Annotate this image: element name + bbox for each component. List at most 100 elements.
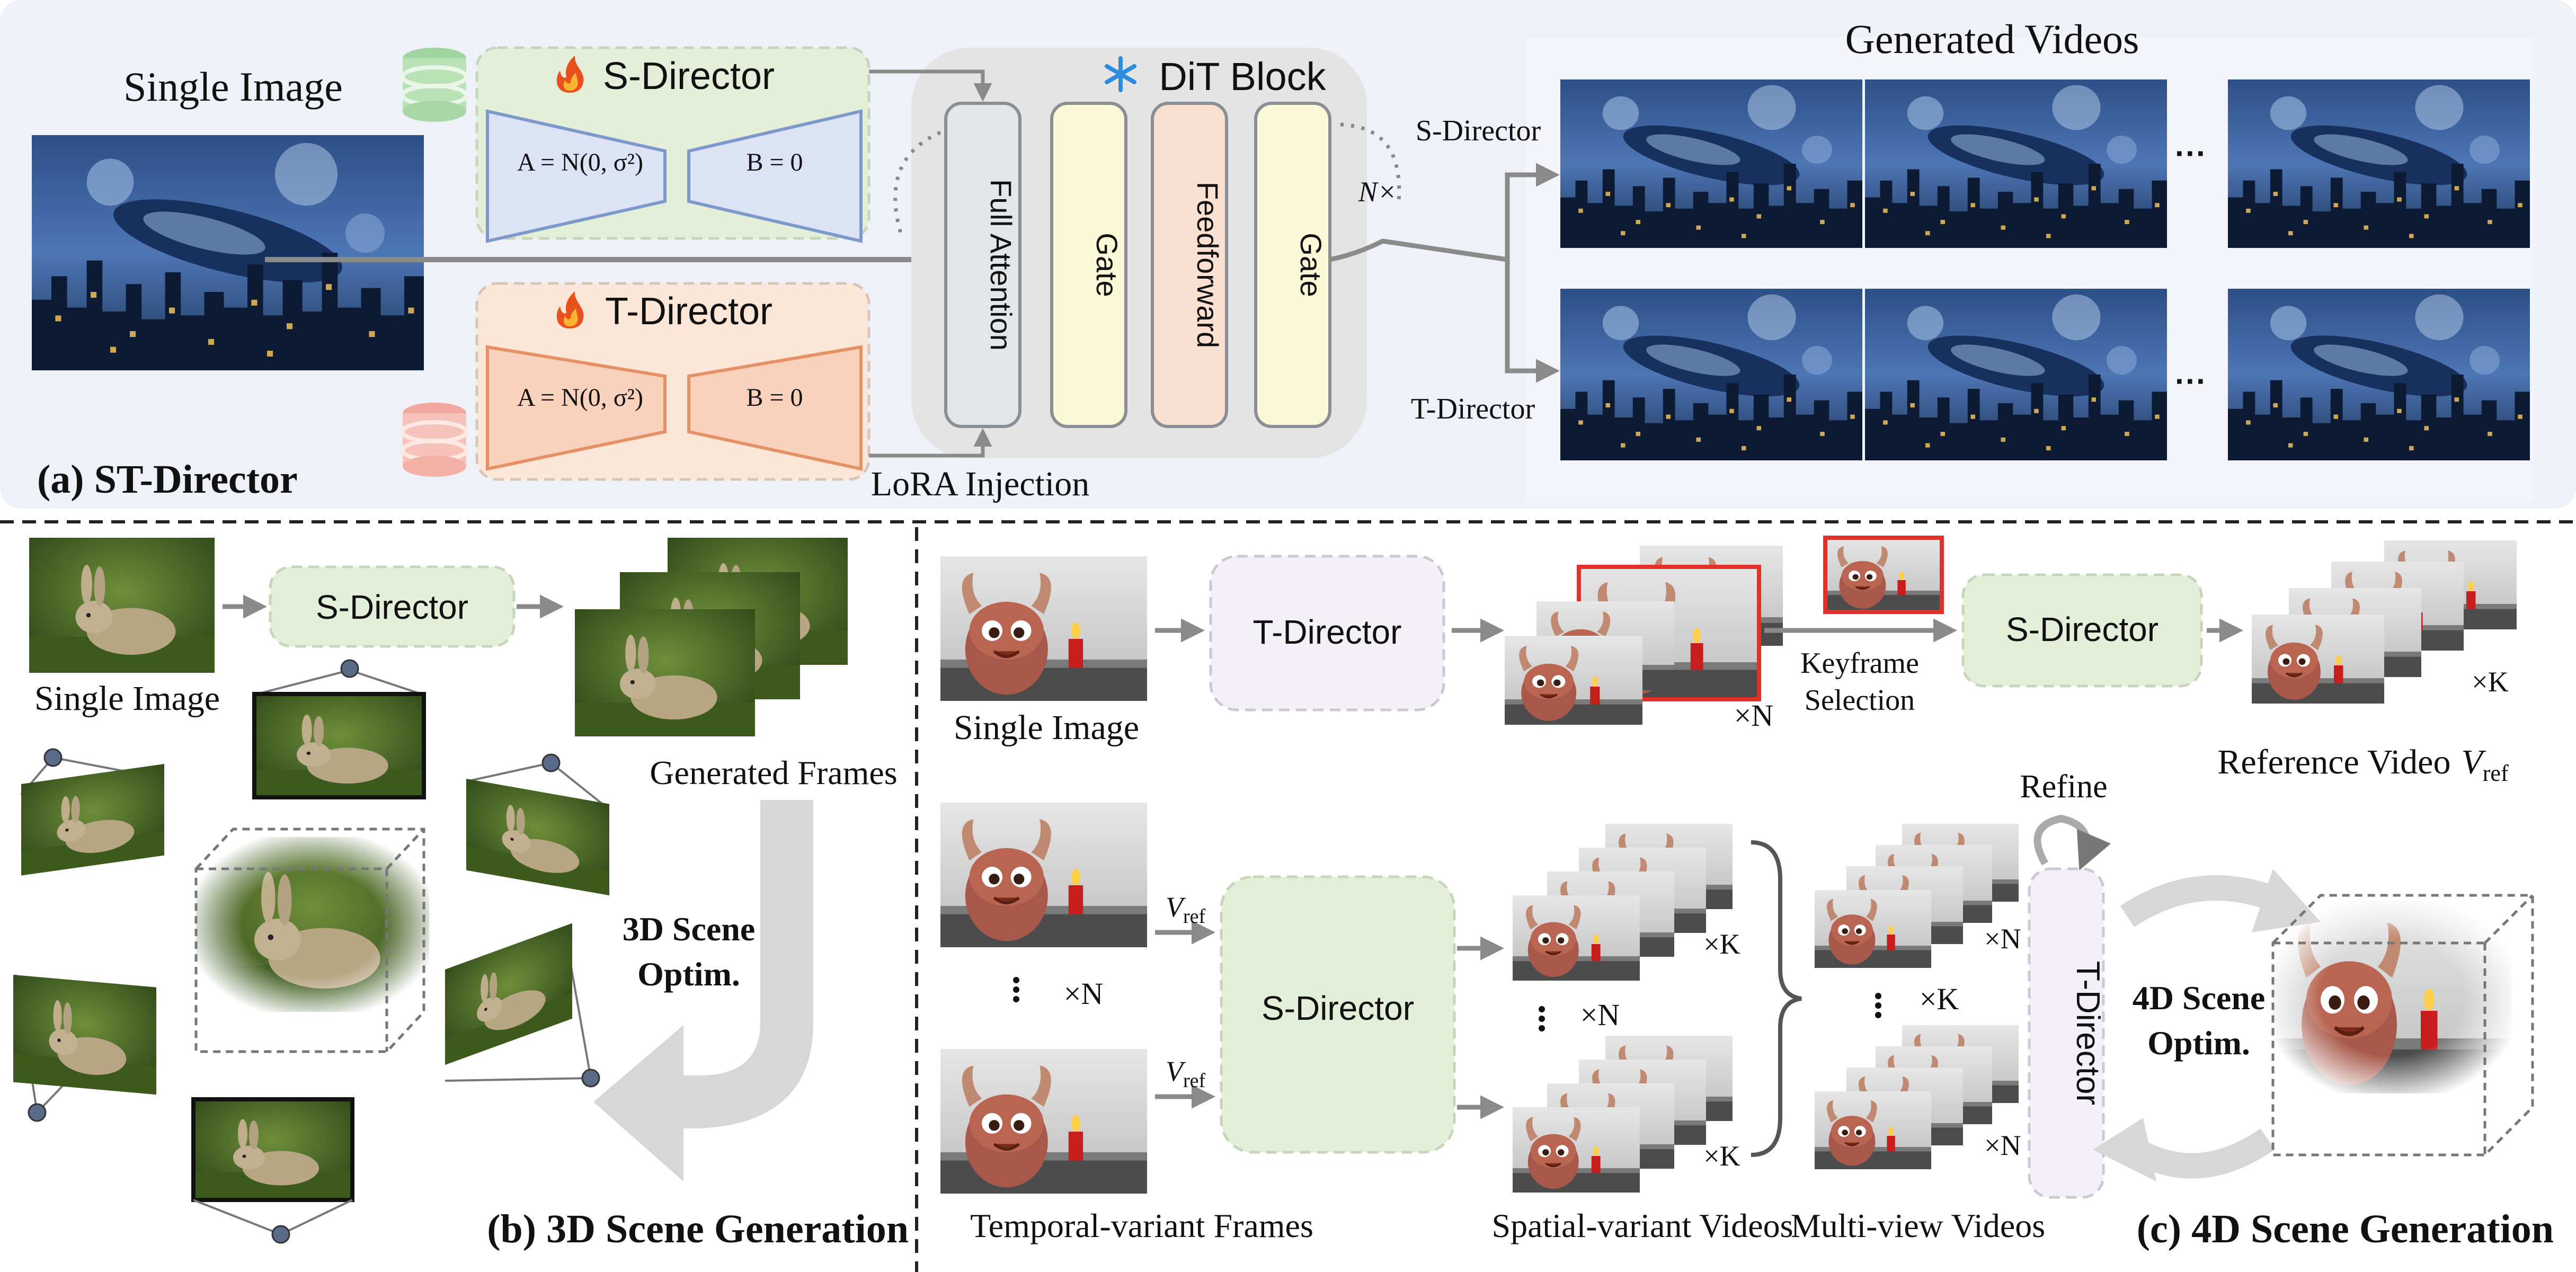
s-branch-label: S-Director: [1416, 114, 1541, 147]
t-output-times-n: ×N: [1734, 698, 1774, 733]
spatial-video-stack-top: [1512, 823, 1734, 982]
dit-output-arrow: [1329, 238, 1508, 262]
feedforward-label: Feedforward: [1191, 182, 1224, 348]
t-director-output-stack: [1504, 545, 1784, 726]
temporal-frame-top: [940, 803, 1147, 947]
panel-c-s-director-top-box: [1961, 573, 2203, 688]
panel-b-optim-label-1: 3D Scene: [623, 910, 756, 948]
t-branch-label: T-Director: [1411, 393, 1535, 425]
scene-cube-3d: [194, 828, 429, 1053]
s-matrix-b-trapezoid: [687, 109, 863, 243]
scene-cube-4d: [2273, 894, 2534, 1157]
t-matrix-a-trapezoid: [486, 345, 667, 471]
s-generated-frame-3: [2228, 79, 2530, 248]
camera-frustum-right-bottom: [445, 923, 600, 1088]
keyframe-thumbnail-border: [1823, 536, 1944, 614]
panel-a-title: (a) ST-Director: [37, 457, 298, 502]
spatial-times-k-bottom: ×K: [1703, 1140, 1740, 1172]
t-frames-ellipsis: ···: [2175, 363, 2207, 399]
keyframe-label-2: Selection: [1805, 684, 1915, 717]
panel-a-input-image: [32, 135, 424, 370]
feedforward-box: [1151, 102, 1228, 428]
panel-b-input-image: [29, 538, 215, 673]
full-attention-label: Full Attention: [984, 179, 1018, 351]
gate-box-2: [1254, 102, 1331, 428]
s-lora-injection-arrow: [869, 69, 992, 102]
multiview-videos-label: Multi-view Videos: [1791, 1207, 2045, 1244]
s-director-lora-label: S-Director: [603, 55, 775, 97]
t-matrix-b-trapezoid: [687, 345, 863, 471]
curly-brace: [1751, 840, 1802, 1157]
panel-c-t-director-box: [1209, 555, 1445, 711]
t-generated-frame-3: [2228, 289, 2530, 460]
fire-icon: [556, 56, 584, 93]
dit-block-box: [911, 48, 1367, 458]
panel-c-optim-label-2: Optim.: [2147, 1024, 2250, 1062]
temporal-frame-bottom: [940, 1049, 1147, 1194]
panel-c-t-director-vertical-box: [2028, 867, 2105, 1199]
panel-c-t-director-vertical-label: T-Director: [2069, 961, 2106, 1105]
multiview-times-n-bottom: ×N: [1984, 1129, 2021, 1161]
panel-b-optim-arrow: [593, 800, 813, 1181]
s-matrix-a-trapezoid: [486, 109, 667, 243]
reference-video-text: Reference Video: [2217, 743, 2450, 781]
t-generated-frame-2: [1865, 289, 2167, 460]
temporal-times-n: ×N: [1064, 976, 1104, 1011]
panel-b-s-director-label: S-Director: [316, 588, 468, 626]
fire-icon: [556, 291, 584, 328]
t-matrix-b-label: B = 0: [746, 384, 803, 412]
n-times-label: N×: [1358, 176, 1397, 208]
camera-frustum-top: [252, 659, 426, 799]
panel-c-input-label: Single Image: [954, 708, 1139, 747]
s-frames-ellipsis: ···: [2175, 136, 2207, 171]
reference-times-k: ×K: [2472, 666, 2508, 698]
camera-frustum-right-top: [466, 753, 609, 896]
database-icon-green: [401, 48, 468, 122]
gate-box-1: [1050, 102, 1127, 428]
panel-a: Single Image S-Director A = N(0, σ: [0, 0, 2576, 509]
optim-cycle-arrow-top: [2120, 875, 2283, 928]
spatial-times-k-top: ×K: [1703, 928, 1740, 960]
s-matrix-b-label: B = 0: [746, 148, 803, 176]
s-generated-frame-2: [1865, 79, 2167, 248]
refine-label: Refine: [2020, 769, 2107, 805]
multiview-times-k: ×K: [1920, 982, 1959, 1016]
dit-block-label: DiT Block: [1159, 55, 1326, 99]
t-branch-arrow: [1505, 260, 1560, 383]
full-attention-box: [944, 102, 1021, 428]
t-generated-frame-1: [1560, 289, 1862, 460]
lora-injection-label: LoRA Injection: [871, 465, 1089, 503]
panel-b-optim-label-2: Optim.: [637, 955, 740, 993]
database-icon-red: [401, 403, 468, 477]
generated-frames-label: Generated Frames: [650, 754, 897, 791]
panel-b: Single Image S-Director Generated Frames: [13, 538, 909, 1251]
t-lora-injection-arrow: [869, 428, 992, 458]
spatial-video-stack-bottom: [1512, 1035, 1734, 1194]
camera-frustum-left-bottom: [13, 974, 156, 1122]
vref-label-bottom: Vref: [1166, 1055, 1206, 1092]
t-matrix-a-label: A = N(0, σ²): [517, 384, 643, 412]
temporal-frames-dots: [1013, 977, 1019, 1002]
camera-frustum-left: [20, 748, 165, 876]
optim-cycle-arrow-bottom: [2128, 1128, 2275, 1179]
panel-c-s-director-top-label: S-Director: [2006, 610, 2158, 648]
gate-label-2: Gate: [1294, 233, 1328, 297]
panel-c-input-image: [940, 556, 1147, 701]
panel-b-input-label: Single Image: [34, 679, 220, 718]
panel-c: Single Image T-Director ×N Keyframe Sele…: [940, 536, 2554, 1251]
gate-label-1: Gate: [1090, 233, 1124, 297]
generated-videos-label: Generated Videos: [1845, 16, 2139, 62]
keyframe-thumbnail: [1824, 537, 1943, 613]
panel-c-s-director-mid-label: S-Director: [1262, 989, 1414, 1027]
vref-label-top: Vref: [1166, 891, 1206, 928]
s-branch-arrow: [1505, 163, 1560, 260]
panel-c-optim-label-1: 4D Scene: [2133, 979, 2266, 1017]
snowflake-icon: [1105, 56, 1136, 92]
keyframe-label-1: Keyframe: [1800, 647, 1919, 680]
s-generated-frame-1: [1560, 79, 1862, 248]
panel-b-s-director-box: [269, 565, 516, 648]
spatial-videos-label: Spatial-variant Videos: [1491, 1207, 1793, 1244]
spatial-times-n: ×N: [1580, 998, 1620, 1032]
